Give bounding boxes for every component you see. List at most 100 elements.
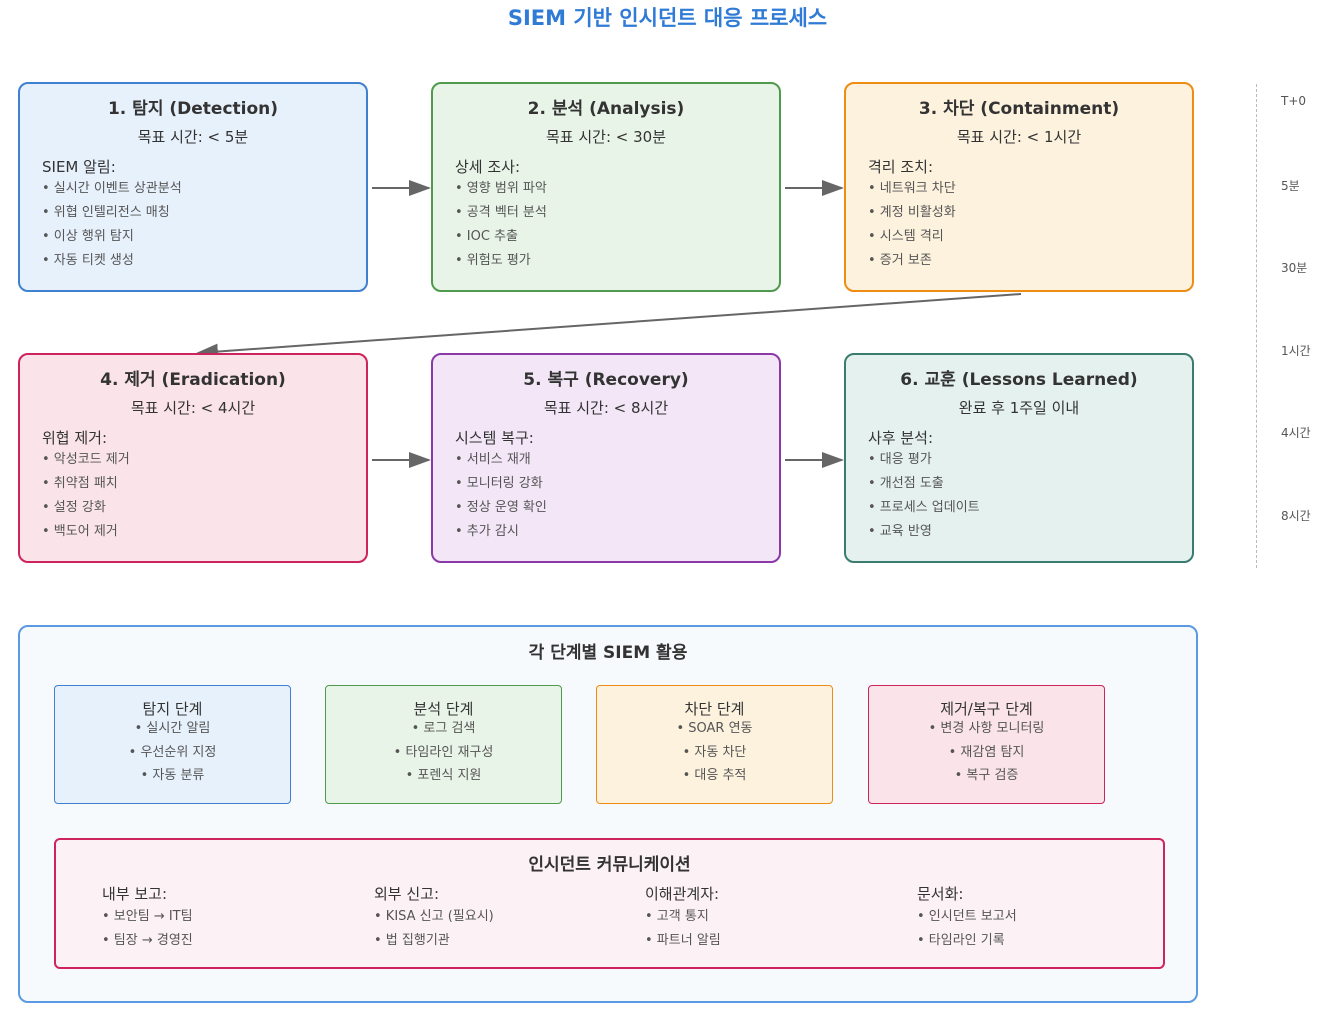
list-item: • 증거 보존	[868, 253, 932, 268]
list-item: • 자동 차단	[682, 744, 747, 760]
column-heading: 외부 신고:	[374, 885, 440, 903]
stage-items: • 영향 범위 파악 • 공격 벡터 분석 • IOC 추출 • 위험도 평가	[455, 180, 547, 276]
stage-lessons-learned: 6. 교훈 (Lessons Learned) 완료 후 1주일 이내 사후 분…	[844, 353, 1194, 563]
stage-heading: 3. 차단 (Containment)	[918, 99, 1120, 119]
stage-items: • 네트워크 차단 • 계정 비활성화 • 시스템 격리 • 증거 보존	[868, 180, 956, 276]
stage-items: • 악성코드 제거 • 취약점 패치 • 설정 강화 • 백도어 제거	[42, 451, 130, 547]
list-item: • 계정 비활성화	[868, 205, 956, 220]
column-heading: 내부 보고:	[102, 885, 168, 903]
stage-target-time: 목표 시간: < 5분	[137, 128, 249, 146]
column-items: • 보안팀 → IT팀 • 팀장 → 경영진	[102, 908, 193, 956]
list-item: • 교육 반영	[868, 524, 932, 539]
siem-box-analysis: 분석 단계 • 로그 검색 • 타임라인 재구성 • 포렌식 지원	[325, 685, 562, 804]
list-item: • 실시간 이벤트 상관분석	[42, 181, 182, 196]
list-item: • 시스템 격리	[868, 229, 944, 244]
column-items: • KISA 신고 (필요시) • 법 집행기관	[374, 908, 494, 956]
list-item: • KISA 신고 (필요시)	[374, 909, 494, 924]
list-item: • 우선순위 지정	[128, 744, 217, 760]
list-item: • 보안팀 → IT팀	[102, 909, 193, 924]
stage-subheading: 위협 제거:	[42, 429, 108, 447]
list-item: • 자동 분류	[140, 768, 205, 783]
list-item: • 인시던트 보고서	[917, 909, 1017, 924]
stage-subheading: SIEM 알림:	[42, 158, 116, 176]
stage-recovery: 5. 복구 (Recovery) 목표 시간: < 8시간 시스템 복구: • …	[431, 353, 781, 563]
siem-box-eradication-recovery: 제거/복구 단계 • 변경 사항 모니터링 • 재감염 탐지 • 복구 검증	[868, 685, 1105, 804]
list-item: • 취약점 패치	[42, 476, 118, 491]
list-item: • 개선점 도출	[868, 476, 944, 491]
stage-analysis: 2. 분석 (Analysis) 목표 시간: < 30분 상세 조사: • 영…	[431, 82, 781, 292]
list-item: • 포렌식 지원	[405, 768, 482, 783]
timeline-label: 1시간	[1281, 344, 1311, 358]
stage-heading: 2. 분석 (Analysis)	[527, 99, 685, 119]
column-items: • 고객 통지 • 파트너 알림	[645, 908, 721, 956]
list-item: • 변경 사항 모니터링	[928, 721, 1045, 736]
list-item: • 이상 행위 탐지	[42, 229, 134, 244]
list-item: • IOC 추출	[455, 229, 518, 244]
list-item: • 백도어 제거	[42, 524, 118, 539]
communication-box: 인시던트 커뮤니케이션 내부 보고: • 보안팀 → IT팀 • 팀장 → 경영…	[54, 838, 1165, 969]
column-items: • 인시던트 보고서 • 타임라인 기록	[917, 908, 1017, 956]
timeline-axis	[1256, 84, 1257, 568]
stage-heading: 4. 제거 (Eradication)	[100, 370, 286, 390]
list-item: • 위협 인텔리전스 매칭	[42, 205, 170, 220]
stage-target-time: 목표 시간: < 4시간	[130, 399, 256, 417]
column-heading: 이해관계자:	[645, 885, 720, 903]
list-item: • 대응 평가	[868, 452, 932, 467]
stage-items: • 대응 평가 • 개선점 도출 • 프로세스 업데이트 • 교육 반영	[868, 451, 980, 547]
list-item: • 대응 추적	[682, 768, 747, 783]
box-items: • 실시간 알림 • 우선순위 지정 • 자동 분류	[55, 720, 290, 791]
comm-column-internal: 내부 보고: • 보안팀 → IT팀 • 팀장 → 경영진	[102, 883, 193, 956]
list-item: • SOAR 연동	[676, 721, 753, 736]
timeline-label: 8시간	[1281, 509, 1311, 523]
list-item: • 파트너 알림	[645, 933, 721, 948]
page-title: SIEM 기반 인시던트 대응 프로세스	[507, 6, 828, 30]
list-item: • 영향 범위 파악	[455, 181, 547, 196]
list-item: • 실시간 알림	[134, 721, 211, 736]
column-heading: 문서화:	[917, 885, 964, 903]
timeline-label: T+0	[1281, 94, 1307, 108]
stage-heading: 6. 교훈 (Lessons Learned)	[900, 370, 1138, 390]
communication-title: 인시던트 커뮤니케이션	[528, 855, 691, 875]
list-item: • 프로세스 업데이트	[868, 500, 980, 515]
comm-column-external: 외부 신고: • KISA 신고 (필요시) • 법 집행기관	[374, 883, 494, 956]
panel-title: 각 단계별 SIEM 활용	[528, 643, 688, 663]
box-items: • 로그 검색 • 타임라인 재구성 • 포렌식 지원	[326, 720, 561, 791]
list-item: • 악성코드 제거	[42, 452, 130, 467]
stage-containment: 3. 차단 (Containment) 목표 시간: < 1시간 격리 조치: …	[844, 82, 1194, 292]
stage-subheading: 사후 분석:	[868, 429, 934, 447]
stage-target-time: 완료 후 1주일 이내	[958, 399, 1080, 417]
siem-box-detection: 탐지 단계 • 실시간 알림 • 우선순위 지정 • 자동 분류	[54, 685, 291, 804]
timeline-label: 5분	[1281, 179, 1300, 193]
box-items: • SOAR 연동 • 자동 차단 • 대응 추적	[597, 720, 832, 791]
stage-target-time: 목표 시간: < 1시간	[956, 128, 1082, 146]
siem-usage-panel: 각 단계별 SIEM 활용 탐지 단계 • 실시간 알림 • 우선순위 지정 •…	[18, 625, 1198, 1003]
list-item: • 재감염 탐지	[948, 744, 1025, 760]
timeline-label: 30분	[1281, 261, 1308, 275]
comm-column-documentation: 문서화: • 인시던트 보고서 • 타임라인 기록	[917, 883, 1017, 956]
stage-subheading: 시스템 복구:	[455, 429, 534, 447]
timeline-label: 4시간	[1281, 426, 1311, 440]
box-heading: 차단 단계	[684, 700, 745, 718]
arrow-3-4	[196, 293, 1022, 360]
list-item: • 로그 검색	[411, 721, 476, 736]
list-item: • 정상 운영 확인	[455, 500, 547, 515]
list-item: • 고객 통지	[645, 909, 709, 924]
box-heading: 탐지 단계	[142, 700, 203, 718]
stage-subheading: 격리 조치:	[868, 158, 934, 176]
box-heading: 분석 단계	[413, 700, 474, 718]
stage-items: • 서비스 재개 • 모니터링 강화 • 정상 운영 확인 • 추가 감시	[455, 451, 547, 547]
list-item: • 설정 강화	[42, 500, 106, 515]
box-items: • 변경 사항 모니터링 • 재감염 탐지 • 복구 검증	[869, 720, 1104, 791]
box-heading: 제거/복구 단계	[940, 700, 1033, 718]
stage-items: • 실시간 이벤트 상관분석 • 위협 인텔리전스 매칭 • 이상 행위 탐지 …	[42, 180, 182, 276]
list-item: • 타임라인 기록	[917, 933, 1005, 948]
list-item: • 복구 검증	[954, 768, 1019, 783]
list-item: • 위험도 평가	[455, 253, 531, 268]
list-item: • 자동 티켓 생성	[42, 253, 134, 268]
stage-target-time: 목표 시간: < 8시간	[543, 399, 669, 417]
list-item: • 팀장 → 경영진	[102, 933, 193, 948]
list-item: • 타임라인 재구성	[393, 744, 494, 760]
siem-box-containment: 차단 단계 • SOAR 연동 • 자동 차단 • 대응 추적	[596, 685, 833, 804]
list-item: • 추가 감시	[455, 524, 519, 539]
